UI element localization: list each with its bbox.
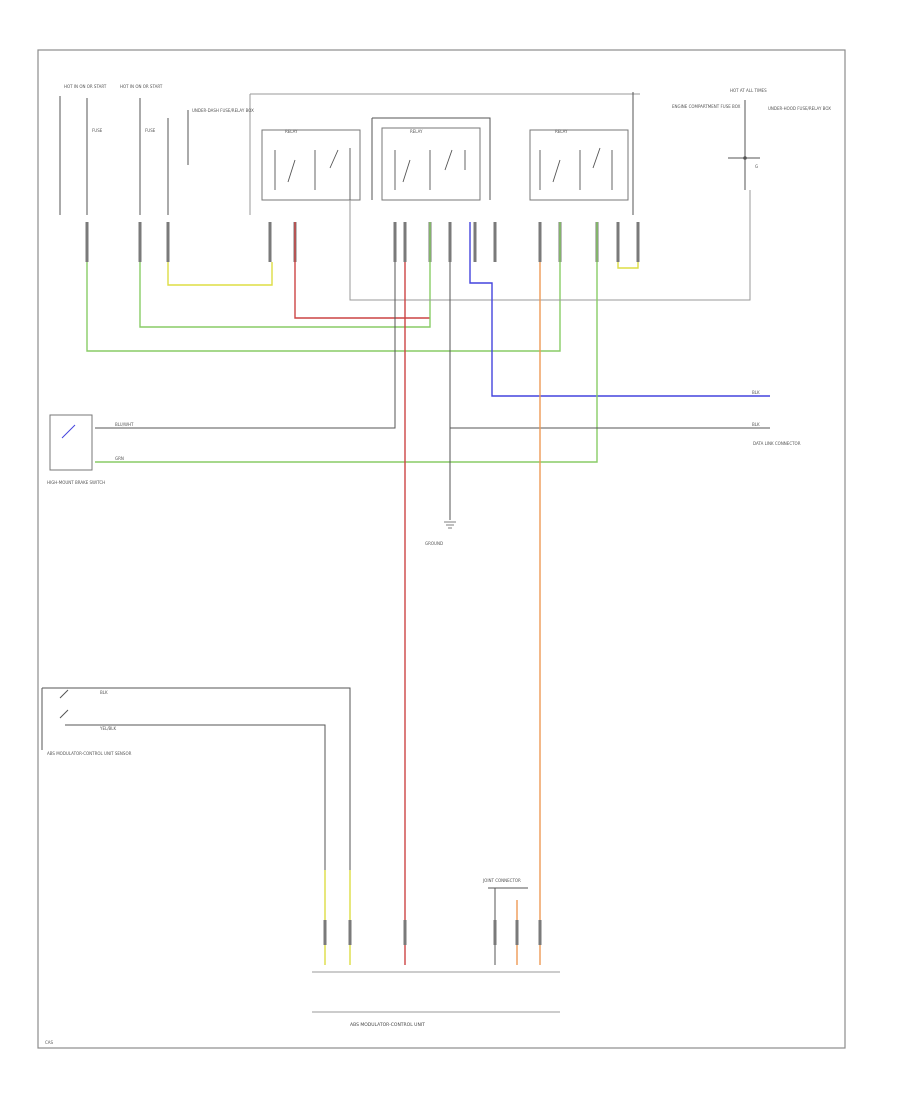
lower-sensor-contact [59, 689, 69, 719]
label-relay-a: RELAY [285, 129, 298, 134]
label-fuse-2: FUSE [145, 128, 156, 133]
label-left-switch: HIGH-MOUNT BRAKE SWITCH [47, 480, 105, 485]
wire-green-1 [139, 222, 431, 328]
wire-yellow-right [617, 262, 639, 269]
label-bottom-conn: JOINT CONNECTOR [482, 878, 521, 883]
label-hot-3: HOT AT ALL TIMES [730, 88, 767, 93]
relay-b-frame [372, 117, 491, 200]
label-left-sensor: ABS MODULATOR-CONTROL UNIT SENSOR [47, 751, 132, 756]
wire-red-top [294, 222, 430, 319]
junction-dot [743, 156, 747, 160]
wire-blue [469, 222, 770, 397]
label-corner: CAS [45, 1040, 54, 1045]
label-wire-1: BLU/WHT [115, 422, 134, 427]
label-wire-6: YEL/BLK [99, 726, 117, 731]
connector-pins-top [85, 222, 640, 262]
wire-black-1 [95, 262, 396, 429]
label-bottom-module: ABS MODULATOR-CONTROL UNIT [350, 1022, 425, 1028]
wire-yellow-left [167, 262, 273, 286]
lower-sensor-wire [65, 724, 326, 820]
label-ground: G [755, 164, 758, 169]
label-right-conn: DATA LINK CONNECTOR [753, 441, 801, 446]
label-center-ground: GROUND [425, 541, 443, 546]
label-wire-5: BLK [100, 690, 108, 695]
wire-green-3 [95, 222, 598, 463]
left-switch-contact [61, 424, 76, 439]
wire-green-2 [86, 222, 561, 352]
relay-box-c [529, 129, 629, 201]
center-ground-icon [444, 521, 456, 529]
diagram-frame [37, 49, 846, 1049]
label-wire-4: BLK [752, 422, 760, 427]
label-under-hood: UNDER-HOOD FUSE/RELAY BOX [768, 106, 831, 111]
label-relay-box: UNDER-DASH FUSE/RELAY BOX [192, 108, 254, 113]
label-power-dist: ENGINE COMPARTMENT FUSE BOX [672, 104, 741, 109]
relay-box-b [381, 127, 481, 201]
label-wire-2: GRN [115, 456, 124, 461]
left-switch-box [49, 414, 93, 471]
label-hot-1: HOT IN ON OR START [64, 84, 107, 89]
lower-sensor-frame [41, 687, 351, 820]
relay-box-a [261, 129, 361, 201]
relay-contacts [274, 147, 613, 200]
label-relay-c: RELAY [555, 129, 568, 134]
bottom-connector-pins [323, 920, 542, 945]
label-wire-3: BLK [752, 390, 760, 395]
label-fuse-1: FUSE [92, 128, 103, 133]
wire-gray-main [349, 190, 751, 301]
label-relay-b: RELAY [410, 129, 423, 134]
label-hot-2: HOT IN ON OR START [120, 84, 163, 89]
